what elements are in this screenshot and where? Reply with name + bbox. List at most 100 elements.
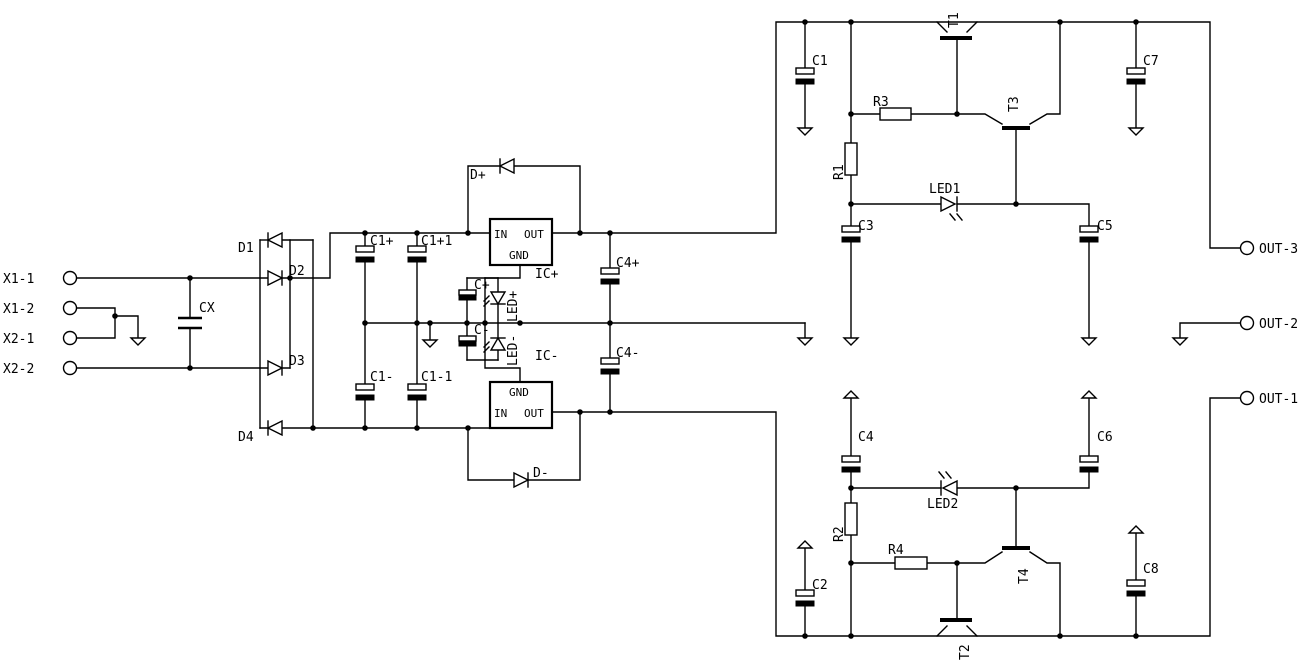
diode-d2 xyxy=(267,269,284,287)
ic-minus-in: IN xyxy=(494,407,507,420)
capacitor-c4-minus xyxy=(600,357,620,365)
label-c-plus: C+ xyxy=(474,278,490,293)
label-c8: C8 xyxy=(1143,562,1159,577)
negative-stage-dots xyxy=(802,485,1139,639)
filter-capacitors: C1+ C1+1 C1- C1-1 xyxy=(355,234,452,401)
capacitor-c-minus xyxy=(458,335,477,342)
label-t1: T1 xyxy=(947,12,962,28)
resistor-r3: R3 xyxy=(873,95,912,121)
label-t3: T3 xyxy=(1007,96,1022,112)
led-minus xyxy=(489,336,507,351)
label-d-plus: D+ xyxy=(470,168,486,183)
label-ic-plus: IC+ xyxy=(535,267,559,282)
capacitor-c6 xyxy=(1079,455,1099,463)
diode-d4 xyxy=(266,419,283,437)
ground-center xyxy=(796,337,814,346)
capacitor-c3 xyxy=(841,225,861,233)
label-out-2: OUT-2 xyxy=(1259,317,1298,332)
positive-grounds xyxy=(796,127,1145,346)
label-x2-2: X2-2 xyxy=(3,362,34,377)
transistor-t1: T1 xyxy=(940,12,972,40)
capacitor-c1-minus-1 xyxy=(407,383,427,391)
label-t4: T4 xyxy=(1017,568,1032,584)
label-c1-plus: C1+ xyxy=(370,234,394,249)
capacitor-c4 xyxy=(841,455,861,463)
capacitor-c8 xyxy=(1126,579,1146,587)
label-d2: D2 xyxy=(289,264,305,279)
regulator-diodes: D+ D- xyxy=(470,157,549,489)
output-terminals: OUT-3 OUT-2 OUT-1 xyxy=(1171,240,1298,407)
junction-dots xyxy=(112,230,613,431)
terminal-out-3 xyxy=(1239,240,1255,256)
label-out-3: OUT-3 xyxy=(1259,242,1298,257)
label-c3: C3 xyxy=(858,219,874,234)
ic-plus-gnd: GND xyxy=(509,249,529,262)
label-c7: C7 xyxy=(1143,54,1159,69)
negative-stage-wiring xyxy=(804,397,1137,637)
label-d1: D1 xyxy=(238,241,254,256)
regulator-ic-plus: IN OUT GND IC+ xyxy=(488,217,559,282)
capacitor-c5 xyxy=(1079,225,1099,233)
regulator-ic-minus: GND IN OUT IC- xyxy=(488,349,558,430)
ground-left xyxy=(421,339,439,348)
led-plus xyxy=(489,291,507,306)
label-c1-minus-1: C1-1 xyxy=(421,370,452,385)
negative-grounds xyxy=(796,390,1145,549)
input-wiring xyxy=(76,232,806,429)
terminal-x1-1 xyxy=(62,270,78,286)
capacitor-c2 xyxy=(795,589,815,597)
ic-minus-out: OUT xyxy=(524,407,544,420)
led2: LED2 xyxy=(927,471,958,512)
resistor-r1: R1 xyxy=(832,142,858,180)
label-led-plus: LED+ xyxy=(506,291,521,322)
positive-stage-wiring xyxy=(804,21,1137,339)
label-t2: T2 xyxy=(958,644,973,660)
input-terminals: X1-1 X1-2 X2-1 X2-2 xyxy=(3,270,78,377)
label-d3: D3 xyxy=(289,354,305,369)
transistor-t3: T3 xyxy=(1002,96,1030,130)
label-c6: C6 xyxy=(1097,430,1113,445)
label-c5: C5 xyxy=(1097,219,1113,234)
label-c2: C2 xyxy=(812,578,828,593)
positive-capacitors: C1 C3 C5 C7 xyxy=(795,54,1159,243)
label-c1: C1 xyxy=(812,54,828,69)
negative-capacitors: C2 C4 C6 C8 xyxy=(795,430,1159,607)
diode-d3 xyxy=(267,359,284,377)
ic-plus-out: OUT xyxy=(524,228,544,241)
label-led2: LED2 xyxy=(927,497,958,512)
label-c-minus: C- xyxy=(474,323,490,338)
led1: LED1 xyxy=(929,182,963,221)
capacitor-c4-plus xyxy=(600,267,620,275)
label-cx: CX xyxy=(199,301,215,316)
terminal-out-2 xyxy=(1239,315,1255,331)
label-c4-plus: C4+ xyxy=(616,256,640,271)
label-out-1: OUT-1 xyxy=(1259,392,1298,407)
capacitor-c1 xyxy=(795,67,815,75)
label-c1-minus: C1- xyxy=(370,370,393,385)
transistor-t4: T4 xyxy=(1002,546,1032,584)
capacitor-c-plus xyxy=(458,289,477,296)
capacitor-c7 xyxy=(1126,67,1146,75)
resistor-r4: R4 xyxy=(888,543,928,570)
terminal-x2-1 xyxy=(62,330,78,346)
label-led1: LED1 xyxy=(929,182,960,197)
label-c1-plus-1: C1+1 xyxy=(421,234,452,249)
resistor-r2: R2 xyxy=(832,502,858,542)
transistor-t2: T2 xyxy=(940,618,973,660)
label-c4: C4 xyxy=(858,430,874,445)
diode-d-minus xyxy=(513,471,530,489)
terminal-out-1 xyxy=(1239,390,1255,406)
label-x2-1: X2-1 xyxy=(3,332,34,347)
terminal-x1-2 xyxy=(62,300,78,316)
capacitor-c1-plus-1 xyxy=(407,245,427,253)
diode-d-plus xyxy=(498,157,515,175)
ic-plus-in: IN xyxy=(494,228,507,241)
capacitor-c1-plus xyxy=(355,245,375,253)
label-r2: R2 xyxy=(832,526,847,542)
label-r1: R1 xyxy=(832,164,847,180)
label-x1-2: X1-2 xyxy=(3,302,34,317)
label-r4: R4 xyxy=(888,543,904,558)
ground-input xyxy=(129,337,147,346)
